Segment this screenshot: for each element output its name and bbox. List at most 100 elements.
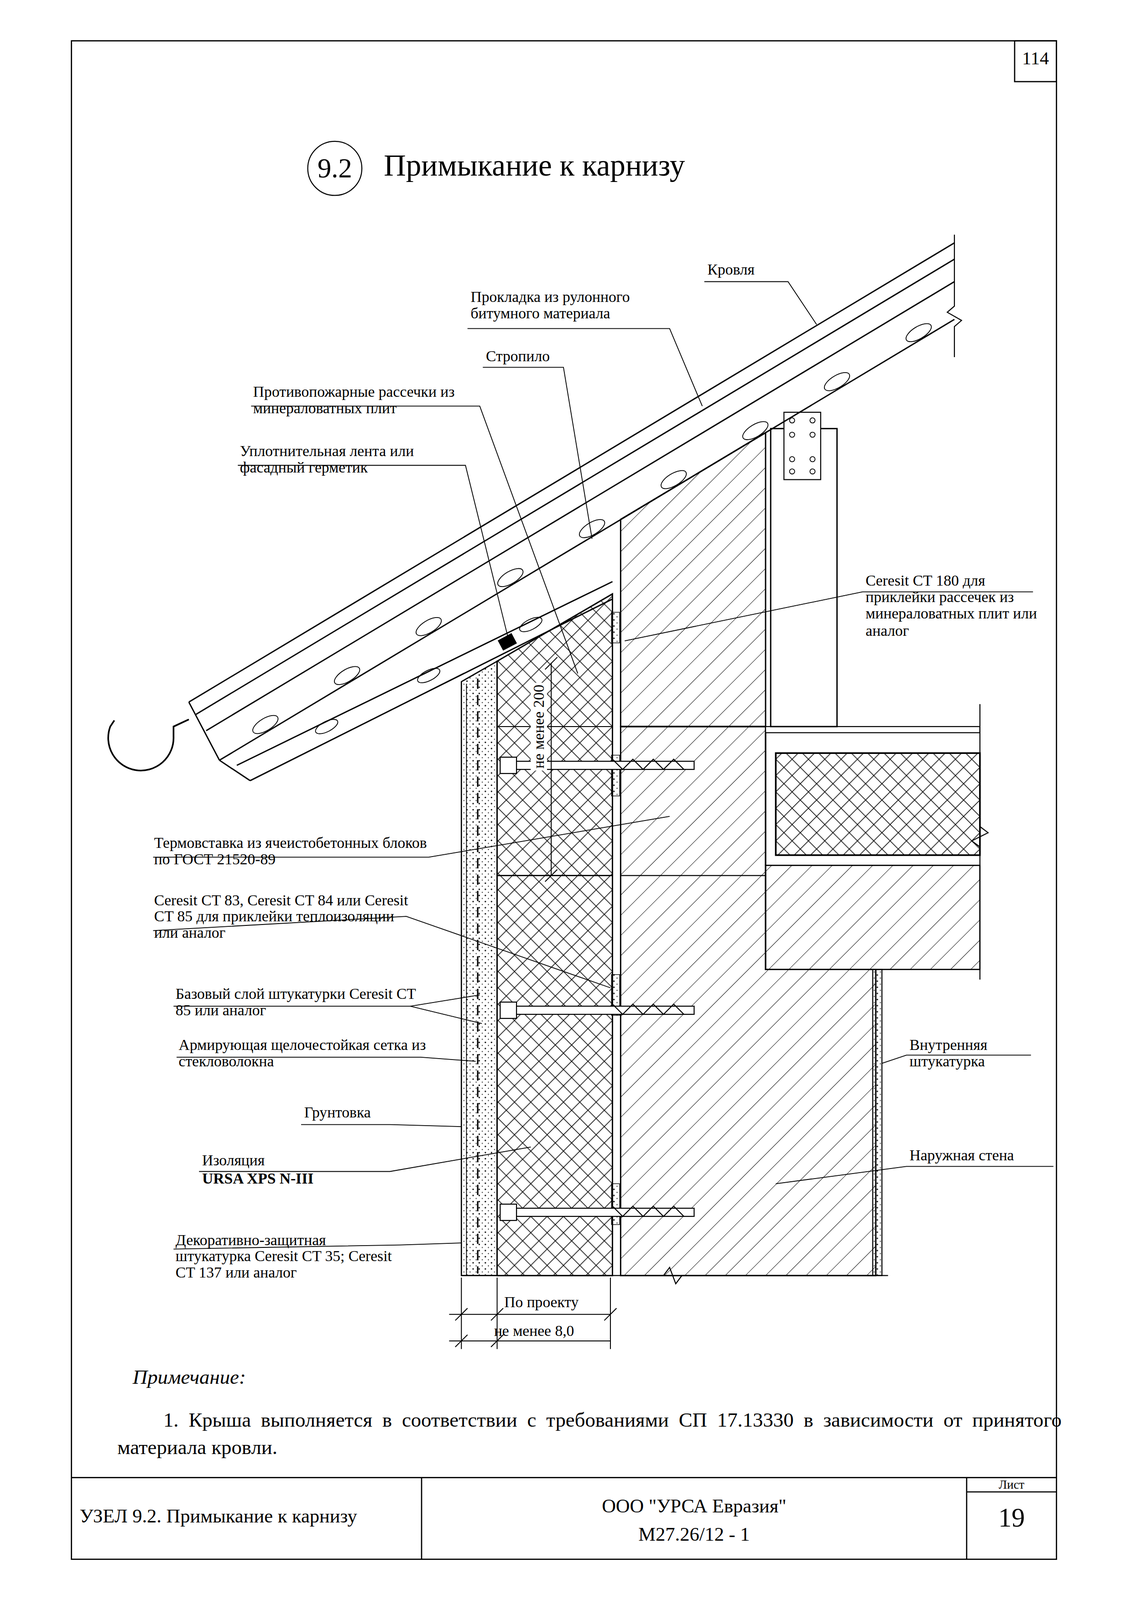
drawing-path	[612, 1206, 684, 1217]
drawing-ellipse	[821, 369, 853, 395]
drawing-line	[219, 319, 955, 761]
drawing-line	[448, 1340, 611, 1342]
drawing-ellipse	[331, 662, 363, 688]
callout-label: Кровля	[707, 261, 755, 278]
drawing-rect	[775, 753, 980, 856]
drawing-circle	[789, 469, 795, 475]
drawing-rect	[500, 1204, 517, 1221]
drawing-rect	[872, 969, 882, 1276]
drawing-line	[455, 1308, 468, 1321]
dimension-text: не менее 200	[530, 682, 548, 772]
drawing-ellipse	[517, 614, 544, 635]
drawing-line	[460, 1277, 462, 1350]
drawing-line	[250, 599, 613, 781]
drawing-path	[301, 1125, 462, 1127]
drawing-g	[612, 234, 988, 1285]
drawing-rect	[765, 865, 980, 970]
drawing-g	[188, 242, 955, 781]
drawing-rect	[1014, 40, 1057, 82]
drawing-line	[550, 663, 552, 876]
drawing-path	[108, 719, 189, 771]
drawing-path	[775, 1166, 1054, 1184]
drawing-line	[620, 875, 766, 877]
callout-label: Ceresit CT 180 для приклейки рассечек из…	[865, 572, 1038, 639]
title-block-cell: М27.26/12 - 1	[421, 1525, 967, 1547]
callout-circle: 9.2	[307, 140, 363, 197]
drawing-ellipse	[658, 467, 690, 493]
drawing-rect	[783, 412, 821, 480]
drawing-polygon	[497, 594, 613, 1277]
drawing-line	[609, 1277, 611, 1350]
drawing-g	[500, 757, 694, 1221]
drawing-line	[545, 869, 558, 882]
drawing-line	[620, 432, 766, 520]
callout-label: Изоляция	[202, 1152, 265, 1169]
drawing-ellipse	[313, 716, 340, 737]
drawing-path	[947, 234, 962, 358]
drawing-path	[704, 281, 817, 325]
drawing-circle	[789, 456, 795, 462]
callout-label: Прокладка из рулонного битумного материа…	[470, 288, 675, 322]
drawing-path	[482, 367, 592, 539]
callout-number: 9.2	[317, 152, 353, 184]
drawing-line	[765, 732, 767, 866]
drawing-line	[219, 760, 251, 782]
title-block-cell: Лист	[966, 1479, 1057, 1493]
drawing-line	[497, 875, 613, 877]
drawing-rect	[765, 726, 980, 733]
callout-label: URSA XPS N-III	[202, 1170, 314, 1188]
title-block-cell: 19	[966, 1504, 1057, 1534]
callout-label: Стропило	[485, 348, 550, 365]
drawing-g	[789, 417, 816, 475]
drawing-path	[612, 1004, 684, 1015]
drawing-rect	[500, 757, 517, 774]
drawing-g	[153, 281, 1054, 1250]
callout-label: Грунтовка	[304, 1104, 371, 1121]
drawing-ellipse	[495, 565, 527, 591]
drawing-g	[250, 320, 934, 738]
drawing-circle	[809, 456, 815, 462]
dimension-text: По проекту	[504, 1294, 579, 1311]
title-block-cell: УЗЕЛ 9.2. Примыкание к карнизу	[79, 1506, 358, 1528]
drawing-g	[71, 40, 1057, 1560]
drawing-line	[448, 1314, 611, 1316]
drawing-path	[237, 465, 509, 639]
drawing-ellipse	[415, 665, 443, 686]
drawing-g	[611, 612, 620, 1225]
drawing-rect	[611, 1183, 620, 1225]
drawing-line	[188, 702, 220, 761]
drawing-line	[455, 1334, 468, 1348]
note-text: Примечание:	[132, 1366, 246, 1389]
dimension-text: не менее 8,0	[494, 1323, 574, 1340]
drawing-ellipse	[903, 320, 935, 346]
callout-label: Декоративно-защитная штукатурка Ceresit …	[175, 1231, 392, 1282]
note-text: 1. Крыша выполняется в соответствии с тр…	[117, 1406, 1062, 1462]
drawing-line	[545, 657, 558, 670]
drawing-path	[198, 1147, 531, 1173]
drawing-ellipse	[250, 712, 282, 738]
callout-label: Термовставка из ячеистобетонных блоков п…	[154, 834, 435, 868]
callout-label: Наружная стена	[909, 1147, 1014, 1164]
drawing-line	[466, 683, 468, 1277]
drawing-line	[421, 1478, 423, 1560]
drawing-circle	[789, 432, 795, 438]
callout-label: Противопожарные рассечки из минераловатн…	[253, 383, 483, 417]
callout-label: Уплотнительная лента или фасадный гермет…	[239, 443, 460, 476]
drawing-line	[965, 1478, 968, 1560]
drawing-line	[490, 1308, 504, 1321]
drawing-line	[979, 704, 981, 980]
drawing-line	[188, 242, 955, 703]
callout-label: Армирующая щелочестойкая сетка из стекло…	[178, 1037, 429, 1070]
callout-label: Внутренняя штукатурка	[909, 1037, 1022, 1070]
drawing-path	[410, 1006, 482, 1024]
drawing-ellipse	[740, 418, 772, 444]
drawing-circle	[809, 417, 815, 423]
callout-label: Базовый слой штукатурки Ceresit CT 85 ил…	[175, 985, 417, 1019]
drawing-title: Примыкание к карнизу	[383, 149, 685, 183]
drawing-circle	[809, 469, 815, 475]
drawing-line	[206, 281, 955, 731]
drawing-path	[971, 826, 989, 848]
title-block-cell: ООО "УРСА Евразия"	[421, 1496, 967, 1518]
